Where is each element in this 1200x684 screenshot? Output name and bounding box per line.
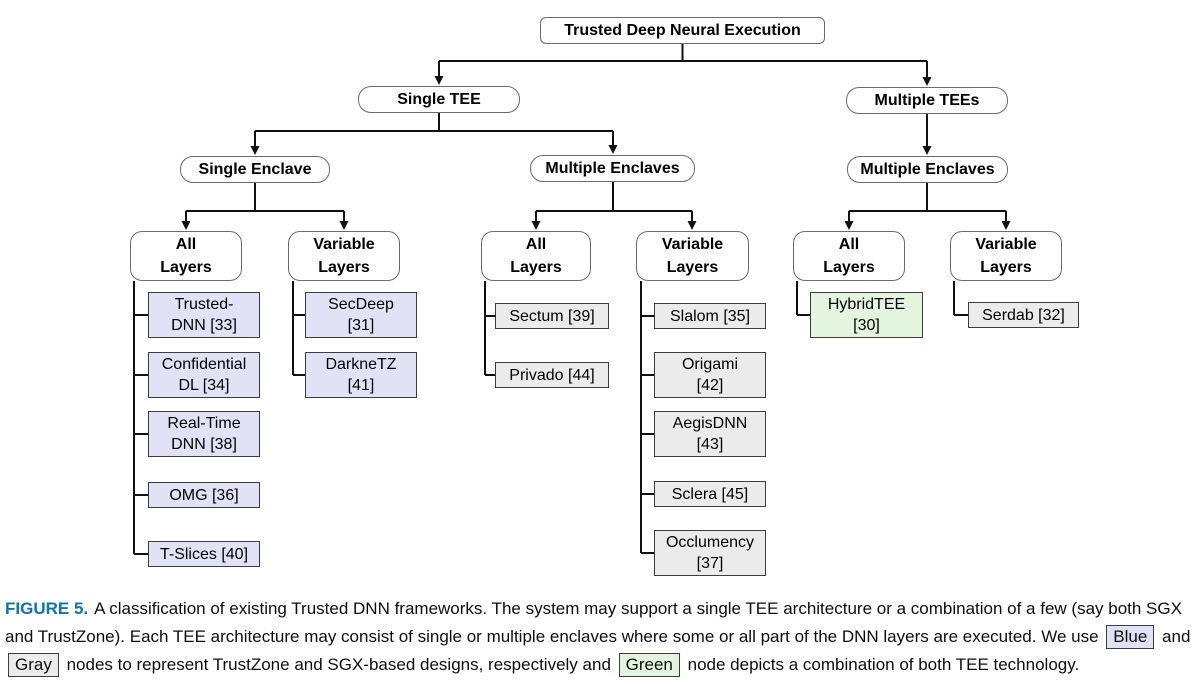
leaf-serdab: Serdab [32] <box>968 302 1079 328</box>
node-single-enclave: Single Enclave <box>180 156 330 183</box>
legend-chip-green: Green <box>618 653 680 677</box>
node-variable-layers-2: Variable Layers <box>636 231 749 281</box>
node-all-layers-2: All Layers <box>481 231 591 281</box>
leaf-omg: OMG [36] <box>148 482 260 508</box>
caption-text-4: node depicts a combination of both TEE t… <box>687 655 1080 674</box>
caption-text-3: nodes to represent TrustZone and SGX-bas… <box>66 655 611 674</box>
leaf-occlumency: Occlumency [37] <box>654 530 766 576</box>
node-variable-layers-1: Variable Layers <box>288 231 400 281</box>
leaf-hybridtee: HybridTEE [30] <box>810 292 923 338</box>
leaf-trusted-dnn: Trusted- DNN [33] <box>148 292 260 338</box>
tree-connectors <box>133 43 1011 555</box>
arrowheads <box>181 76 1011 230</box>
figure-number: FIGURE 5. <box>5 599 89 618</box>
node-all-layers-3: All Layers <box>793 231 905 281</box>
leaf-aegisdnn: AegisDNN [43] <box>654 411 766 457</box>
node-single-tee: Single TEE <box>358 86 520 113</box>
legend-chip-gray: Gray <box>8 653 59 677</box>
node-multiple-tees: Multiple TEEs <box>846 87 1008 114</box>
node-multiple-enclaves-multiple-tees: Multiple Enclaves <box>847 156 1008 183</box>
leaf-secdeep: SecDeep [31] <box>305 292 417 338</box>
caption-text-1: A classification of existing Trusted DNN… <box>5 599 1182 646</box>
leaf-privado: Privado [44] <box>495 362 609 388</box>
connector-lines <box>133 43 1007 555</box>
node-multiple-enclaves-single-tee: Multiple Enclaves <box>530 155 695 182</box>
node-all-layers-1: All Layers <box>130 231 242 281</box>
leaf-origami: Origami [42] <box>654 352 766 398</box>
node-root: Trusted Deep Neural Execution <box>540 17 825 44</box>
leaf-darknetz: DarkneTZ [41] <box>305 352 417 398</box>
leaf-slalom: Slalom [35] <box>654 303 766 329</box>
leaf-confidential-dl: Confidential DL [34] <box>148 352 260 398</box>
leaf-sclera: Sclera [45] <box>654 481 766 507</box>
figure-caption: FIGURE 5.A classification of existing Tr… <box>5 595 1193 679</box>
leaf-t-slices: T-Slices [40] <box>148 541 260 567</box>
leaf-sectum: Sectum [39] <box>495 303 609 329</box>
leaf-real-time-dnn: Real-Time DNN [38] <box>148 411 260 457</box>
caption-text-2: and <box>1162 627 1191 646</box>
node-variable-layers-3: Variable Layers <box>950 231 1062 281</box>
legend-chip-blue: Blue <box>1106 625 1155 649</box>
